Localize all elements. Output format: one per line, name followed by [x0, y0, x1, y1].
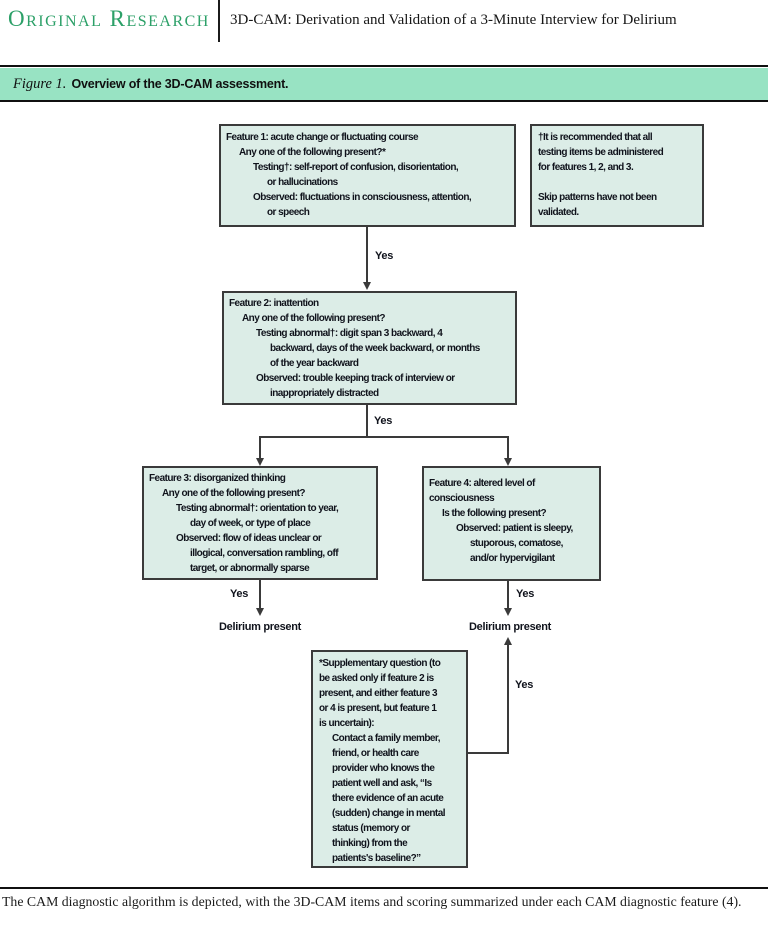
text-line: Feature 2: inattention — [229, 298, 319, 309]
arrowhead-f3-outcome — [256, 608, 264, 616]
banner-bottom-rule — [0, 100, 768, 102]
text-line: target, or abnormally sparse — [190, 563, 310, 574]
connector-f1-f2 — [366, 227, 368, 282]
header-vertical-divider — [218, 0, 220, 42]
yes-label-f4: Yes — [516, 588, 535, 600]
text-line: Any one of the following present? — [242, 313, 386, 324]
text-line: present, and either feature 3 — [319, 688, 438, 699]
yes-label-f3: Yes — [230, 588, 249, 600]
text-line: Testing†: self-report of confusion, diso… — [253, 162, 459, 173]
arrowhead-supp-outcome — [504, 637, 512, 645]
figure-banner: Figure 1. Overview of the 3D-CAM assessm… — [0, 68, 768, 100]
text-line: consciousness — [429, 493, 495, 504]
feature1-box: Feature 1: acute change or fluctuating c… — [219, 124, 516, 227]
figure-caption: The CAM diagnostic algorithm is depicted… — [2, 894, 742, 909]
text-line: †It is recommended that all — [538, 132, 653, 143]
text-line: or hallucinations — [267, 177, 338, 188]
figure-label: Figure 1. — [13, 75, 67, 92]
connector-f2-split — [366, 405, 368, 438]
article-title: 3D-CAM: Derivation and Validation of a 3… — [230, 12, 677, 28]
caption-rule — [0, 887, 768, 889]
text-line: thinking) from the — [332, 838, 408, 849]
outcome-right: Delirium present — [468, 621, 551, 633]
text-line: Feature 4: altered level of — [429, 478, 535, 489]
connector-split-f4 — [507, 436, 509, 458]
text-line: Is the following present? — [442, 508, 547, 519]
text-line: provider who knows the — [332, 763, 435, 774]
text-line: friend, or health care — [332, 748, 419, 759]
text-line: and/or hypervigilant — [470, 553, 555, 564]
connector-supp-horizontal — [466, 752, 509, 754]
supplementary-question-box: *Supplementary question (to be asked only… — [311, 650, 468, 868]
connector-f3-outcome — [259, 580, 261, 608]
text-line: patient well and ask, “Is — [332, 778, 432, 789]
text-line: Feature 3: disorganized thinking — [149, 473, 286, 484]
text-line: Feature 1: acute change or fluctuating c… — [226, 132, 419, 143]
arrowhead-split-f3 — [256, 458, 264, 466]
text-line: *Supplementary question (to — [319, 658, 441, 669]
arrowhead-split-f4 — [504, 458, 512, 466]
figure-title: Overview of the 3D-CAM assessment. — [71, 77, 289, 91]
text-line — [538, 175, 696, 190]
split-horizontal-line — [259, 436, 509, 438]
text-line: backward, days of the week backward, or … — [270, 343, 480, 354]
text-line: Any one of the following present?* — [239, 147, 386, 158]
text-line: day of week, or type of place — [190, 518, 311, 529]
text-line: status (memory or — [332, 823, 410, 834]
outcome-left: Delirium present — [218, 621, 301, 633]
text-line: Any one of the following present? — [162, 488, 306, 499]
text-line: (sudden) change in mental — [332, 808, 445, 819]
connector-supp-vertical — [507, 645, 509, 754]
feature4-box: Feature 4: altered level of consciousness… — [422, 466, 601, 581]
text-line: Observed: patient is sleepy, — [456, 523, 573, 534]
text-line: patients's baseline?” — [332, 853, 421, 864]
text-line: Skip patterns have not been — [538, 192, 657, 203]
text-line: Testing abnormal†: orientation to year, — [176, 503, 339, 514]
text-line: of the year backward — [270, 358, 359, 369]
footnote-box: †It is recommended that all testing items… — [530, 124, 704, 227]
arrowhead-f1-f2 — [363, 282, 371, 290]
text-line: or 4 is present, but feature 1 — [319, 703, 437, 714]
text-line: testing items be administered — [538, 147, 664, 158]
text-line: Testing abnormal†: digit span 3 backward… — [256, 328, 443, 339]
text-line: validated. — [538, 207, 579, 218]
text-line: there evidence of an acute — [332, 793, 444, 804]
text-line: inappropriately distracted — [270, 388, 379, 399]
text-line: Observed: trouble keeping track of inter… — [256, 373, 455, 384]
yes-label-f1-f2: Yes — [375, 250, 394, 262]
arrowhead-f4-outcome — [504, 608, 512, 616]
text-line: Observed: flow of ideas unclear or — [176, 533, 322, 544]
text-line: is uncertain): — [319, 718, 375, 729]
yes-label-f2-split: Yes — [374, 415, 393, 427]
connector-f4-outcome — [507, 581, 509, 608]
text-line: Contact a family member, — [332, 733, 441, 744]
connector-split-f3 — [259, 436, 261, 458]
text-line: Observed: fluctuations in consciousness,… — [253, 192, 472, 203]
banner-top-rule — [0, 65, 768, 67]
text-line: for features 1, 2, and 3. — [538, 162, 634, 173]
text-line: illogical, conversation rambling, off — [190, 548, 339, 559]
text-line: stuporous, comatose, — [470, 538, 563, 549]
yes-label-supp: Yes — [515, 679, 534, 691]
text-line: be asked only if feature 2 is — [319, 673, 434, 684]
journal-section-kicker: Original Research — [8, 6, 210, 31]
text-line: or speech — [267, 207, 310, 218]
